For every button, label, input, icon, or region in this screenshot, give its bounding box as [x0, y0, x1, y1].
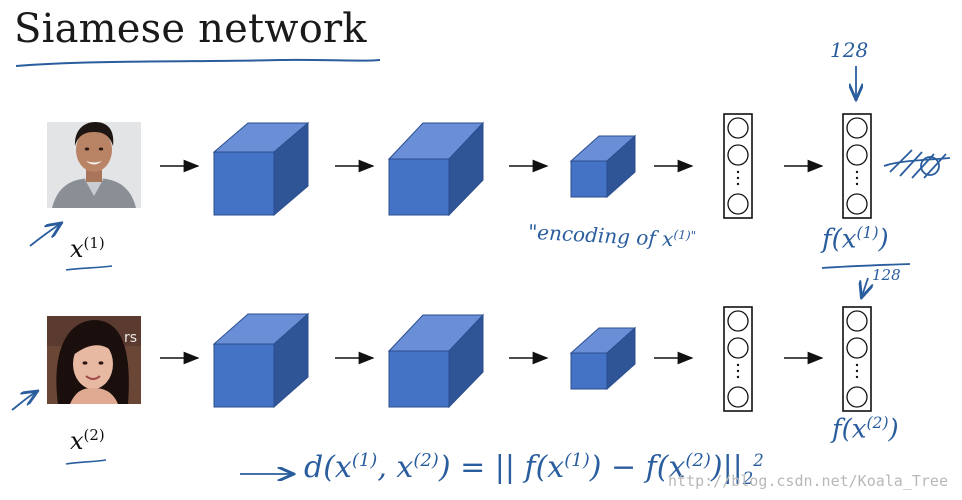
title-underline	[15, 58, 381, 67]
pointer-arrow-1	[29, 224, 60, 247]
row1-conv-block-3	[569, 134, 637, 199]
dim-label-2: 128	[872, 266, 901, 284]
slide-title: Siamese network	[14, 6, 367, 52]
input-label-1: x(1)	[70, 234, 105, 263]
row2-fc-vector	[723, 306, 753, 412]
x1-underline	[65, 265, 113, 271]
input-photo-1	[47, 122, 141, 208]
output-label-2: f(x(2))	[832, 414, 899, 445]
dim-arrow-2	[862, 277, 868, 296]
distance-formula: d(x(1), x(2)) = || f(x(1)) − f(x(2))||22	[304, 450, 764, 488]
watermark: http://blog.csdn.net/Koala_Tree	[668, 472, 948, 490]
row1-embedding-vector	[842, 113, 872, 219]
row2-conv-block-2	[387, 313, 485, 409]
dim-label-1: 128	[830, 38, 869, 62]
output-divider	[821, 263, 911, 269]
x2-underline	[65, 459, 107, 465]
row1-conv-block-2	[387, 121, 485, 217]
row2-embedding-vector	[842, 306, 872, 412]
scribble-mark	[883, 149, 951, 179]
row2-conv-block-1	[212, 312, 310, 409]
row1-conv-block-1	[212, 121, 310, 217]
row1-fc-vector	[723, 113, 753, 219]
input-label-2: x(2)	[70, 426, 105, 455]
row2-conv-block-3	[569, 326, 637, 391]
output-label-1: f(x(1))	[822, 224, 889, 255]
svg-text:rs: rs	[124, 330, 137, 346]
pointer-arrow-2	[11, 392, 36, 411]
input-photo-2: rs	[47, 316, 141, 404]
